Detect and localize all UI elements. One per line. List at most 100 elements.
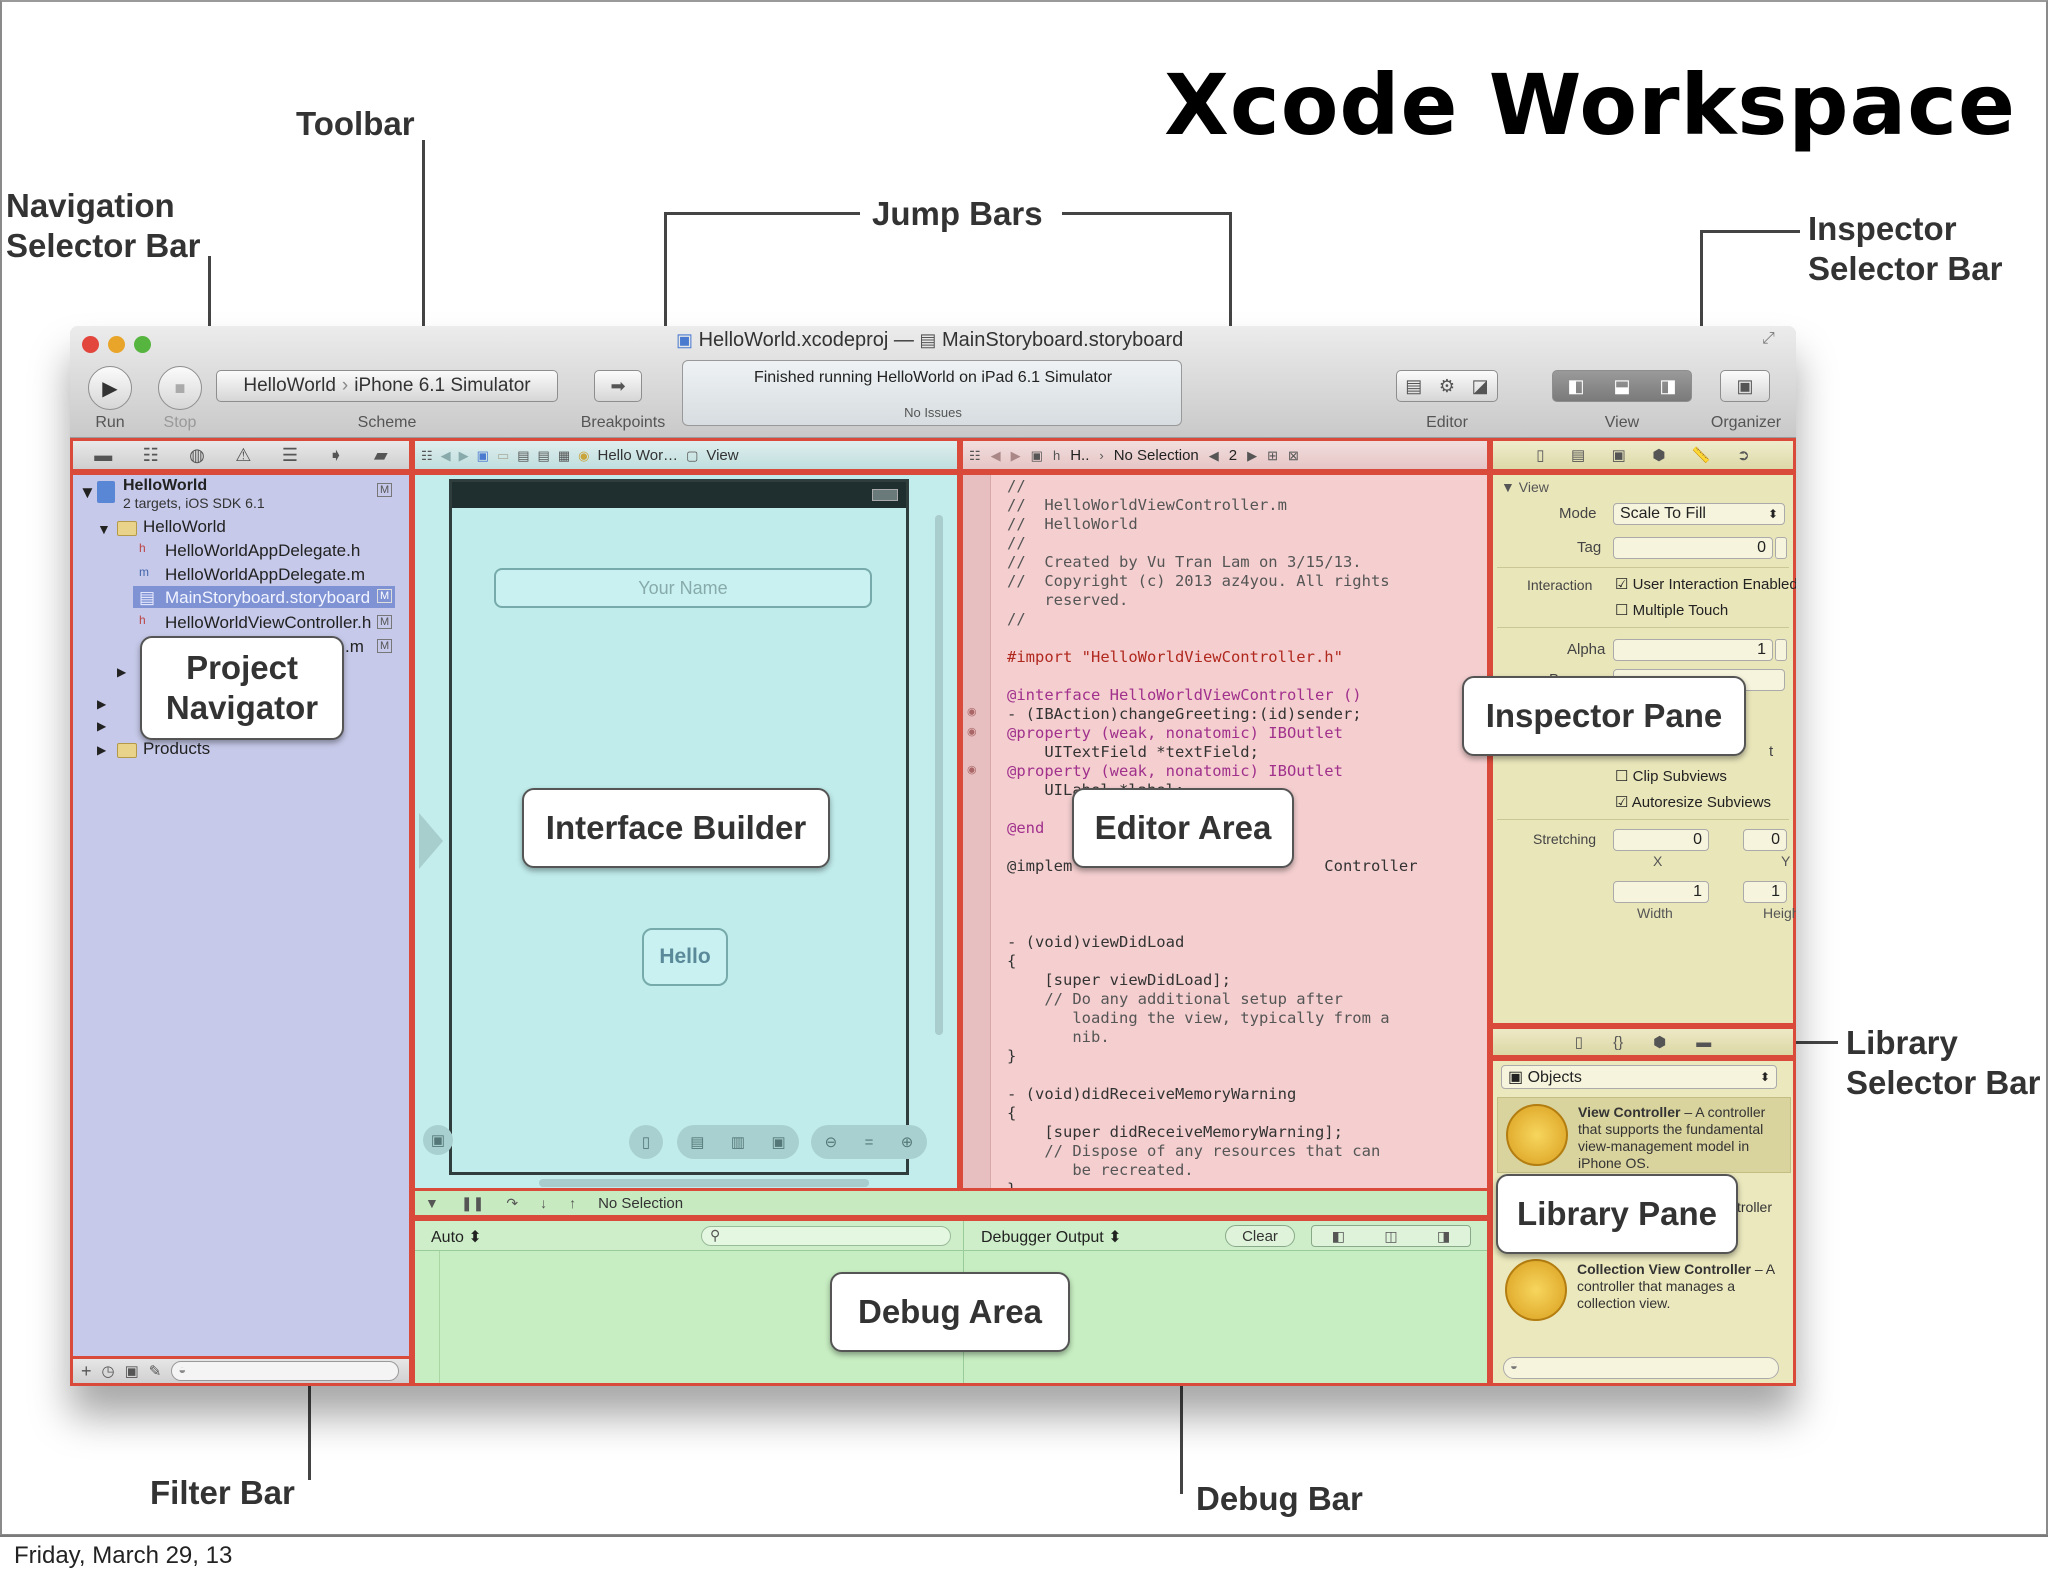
code-line[interactable]: } <box>1007 1047 1017 1065</box>
close-icon[interactable] <box>82 336 99 353</box>
code-line[interactable] <box>1007 1066 1418 1085</box>
disclosure-icon[interactable]: ▶ <box>97 697 107 711</box>
stop-button[interactable]: ■ <box>158 366 202 410</box>
code-line[interactable]: { <box>1007 952 1017 970</box>
add-assistant-icon[interactable]: ⊞ <box>1267 447 1279 463</box>
clip-subviews-checkbox[interactable]: ☐ Clip Subviews <box>1615 768 1727 785</box>
view-controller-icon[interactable]: ◉ <box>578 447 590 463</box>
next-counterpart-icon[interactable]: ▶ <box>1247 447 1258 463</box>
code-snippet-icon[interactable]: {} <box>1613 1033 1624 1051</box>
code-line[interactable]: // Copyright (c) 2013 az4you. All rights <box>1007 572 1390 590</box>
zoom-icon[interactable] <box>134 336 151 353</box>
connections-inspector-icon[interactable]: ➲ <box>1737 446 1750 464</box>
align-icon[interactable]: ▤ <box>690 1134 705 1151</box>
multiple-touch-checkbox[interactable]: ☐ Multiple Touch <box>1615 602 1729 619</box>
forward-icon[interactable]: ▶ <box>458 447 469 463</box>
previous-counterpart-icon[interactable]: ◀ <box>1208 447 1219 463</box>
recent-files-icon[interactable]: ◷ <box>101 1362 115 1380</box>
mode-popup[interactable]: Scale To Fill⬍ <box>1613 503 1785 525</box>
hide-debug-icon[interactable]: ▼ <box>425 1195 439 1211</box>
code-line[interactable] <box>1007 914 1418 933</box>
code-line[interactable] <box>1007 876 1418 895</box>
related-items-icon[interactable]: ☷ <box>421 447 433 463</box>
issue-navigator-icon[interactable]: ⚠ <box>235 445 252 465</box>
file-template-icon[interactable]: ▯ <box>1574 1033 1584 1051</box>
library-filter-popup[interactable]: ▣ Objects⬍ <box>1501 1065 1777 1089</box>
step-out-icon[interactable]: ↑ <box>569 1195 577 1211</box>
console-only-icon[interactable]: ◨ <box>1437 1227 1451 1244</box>
list-item[interactable]: HelloWorldAppDelegate.m <box>165 565 366 584</box>
products-group[interactable]: Products <box>143 739 211 758</box>
back-icon[interactable]: ◀ <box>990 447 1001 463</box>
tag-field[interactable]: 0 <box>1613 537 1773 559</box>
zoom-out-icon[interactable]: ⊖ <box>824 1134 838 1151</box>
view-section-header[interactable]: ▼ View <box>1501 479 1549 495</box>
group-name[interactable]: HelloWorld <box>143 517 226 536</box>
selected-row[interactable] <box>133 586 395 608</box>
horizontal-scrollbar[interactable] <box>539 1179 869 1187</box>
code-line[interactable]: @end <box>1007 819 1045 837</box>
stretch-height-field[interactable]: 1 <box>1743 881 1787 903</box>
zoom-actual-icon[interactable]: = <box>864 1133 874 1151</box>
step-into-icon[interactable]: ↓ <box>540 1195 548 1211</box>
code-line[interactable]: UITextField *textField; <box>1007 743 1259 761</box>
name-text-field[interactable]: Your Name <box>494 568 872 608</box>
identity-inspector-icon[interactable]: ▣ <box>1611 446 1626 464</box>
back-icon[interactable]: ◀ <box>440 447 451 463</box>
editor-segmented[interactable]: ▤ ⚙ ◪ <box>1396 370 1498 402</box>
code-line[interactable]: #import "HelloWorldViewController.h" <box>1007 648 1343 666</box>
scene-icon[interactable]: ▦ <box>557 447 571 463</box>
minimize-icon[interactable] <box>108 336 125 353</box>
view-segmented[interactable]: ◧ ⬓ ◨ <box>1552 370 1692 402</box>
zoom-controls[interactable]: ⊖ = ⊕ <box>811 1125 927 1159</box>
media-library-icon[interactable]: ▬ <box>1696 1033 1712 1051</box>
connection-icon[interactable]: ◉ <box>967 706 977 718</box>
code-line[interactable] <box>1007 667 1418 686</box>
list-item[interactable]: Collection View Controller – A controlle… <box>1497 1253 1791 1333</box>
connection-icon[interactable]: ◉ <box>967 726 977 738</box>
vertical-scrollbar[interactable] <box>935 515 943 1035</box>
stretch-x-field[interactable]: 0 <box>1613 829 1709 851</box>
step-over-icon[interactable]: ↷ <box>506 1195 519 1211</box>
code-line[interactable]: // HelloWorldViewController.m <box>1007 496 1287 514</box>
library-search-input[interactable]: ◒ <box>1503 1357 1779 1379</box>
project-icon[interactable]: ▣ <box>476 447 489 463</box>
code-line[interactable]: [super didReceiveMemoryWarning]; <box>1007 1123 1343 1141</box>
gutter[interactable] <box>963 475 991 1189</box>
fullscreen-icon[interactable]: ⤢ <box>1762 330 1775 347</box>
search-navigator-icon[interactable]: ◍ <box>189 445 205 465</box>
log-navigator-icon[interactable]: ▰ <box>373 445 388 465</box>
list-item[interactable]: HelloWorldAppDelegate.h <box>165 541 361 560</box>
code-line[interactable]: nib. <box>1007 1028 1110 1046</box>
code-line[interactable]: loading the view, typically from a <box>1007 1009 1390 1027</box>
counterparts-icon[interactable]: ▣ <box>1030 447 1043 463</box>
autoresize-subviews-checkbox[interactable]: ☑ Autoresize Subviews <box>1615 794 1772 811</box>
code-line[interactable]: - (IBAction)changeGreeting:(id)sender; <box>1007 705 1362 723</box>
code-line[interactable]: @property (weak, nonatomic) IBOutlet <box>1007 724 1343 742</box>
code-line[interactable]: // HelloWorld <box>1007 515 1138 533</box>
scm-status-icon[interactable]: ✎ <box>148 1362 162 1380</box>
zoom-in-icon[interactable]: ⊕ <box>900 1134 914 1151</box>
console-output-popup[interactable]: Debugger Output ⬍ <box>981 1229 1122 1246</box>
jump-selection[interactable]: No Selection <box>1113 446 1199 464</box>
form-factor-icon[interactable]: ▯ <box>629 1125 663 1159</box>
jump-item[interactable]: Hello Wor… <box>597 446 679 464</box>
object-library-icon[interactable]: ⬢ <box>1653 1033 1667 1051</box>
header-file-icon[interactable]: h <box>1052 447 1061 463</box>
code-line[interactable]: @implem Controller <box>1007 857 1418 875</box>
unsaved-files-icon[interactable]: ▣ <box>124 1362 139 1380</box>
code-line[interactable]: @interface HelloWorldViewController () <box>1007 686 1362 704</box>
code-line[interactable]: [super viewDidLoad]; <box>1007 971 1231 989</box>
storyboard-icon[interactable]: ▤ <box>517 447 530 463</box>
resize-icon[interactable]: ▣ <box>771 1134 786 1151</box>
list-item[interactable]: MainStoryboard.storyboard <box>165 588 371 607</box>
code-line[interactable]: // <box>1007 534 1026 552</box>
attributes-inspector-icon[interactable]: ⬢ <box>1652 446 1666 464</box>
version-editor-icon[interactable]: ◪ <box>1471 376 1489 396</box>
pin-icon[interactable]: ▥ <box>730 1134 746 1151</box>
disclosure-icon[interactable]: ▶ <box>97 743 107 757</box>
forward-icon[interactable]: ▶ <box>1010 447 1021 463</box>
jump-view[interactable]: View <box>706 446 739 464</box>
list-item[interactable]: .m <box>345 637 364 656</box>
project-name[interactable]: HelloWorld <box>123 477 208 494</box>
